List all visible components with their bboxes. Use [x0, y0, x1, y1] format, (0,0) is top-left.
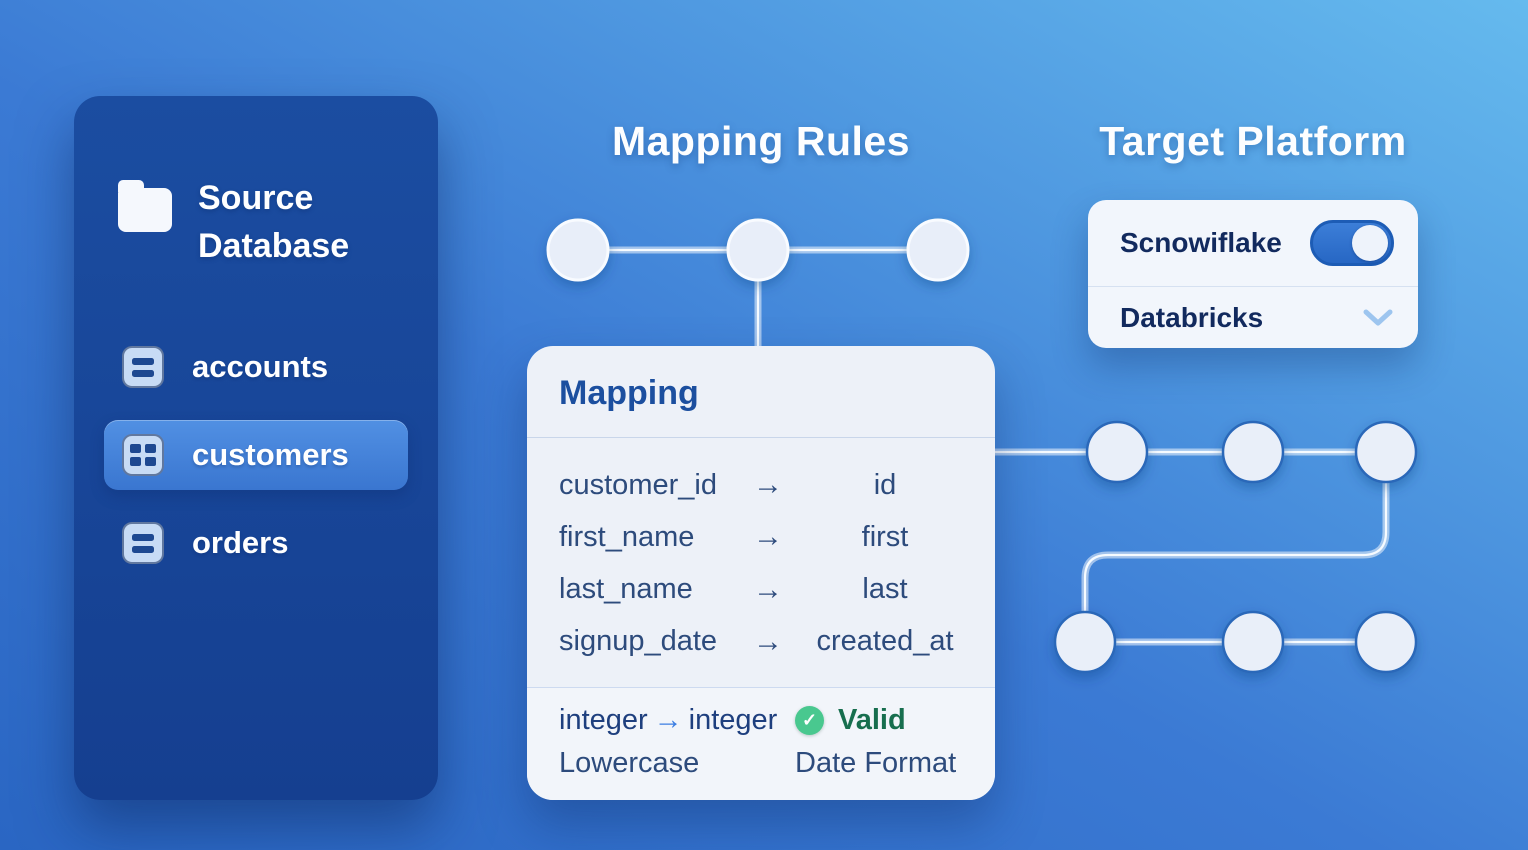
platform-label: Scnowiflake — [1120, 227, 1282, 258]
flow-node — [1354, 420, 1418, 484]
sidebar-item-label: orders — [192, 525, 289, 560]
type-target: integer — [688, 704, 778, 736]
sidebar-item-orders[interactable]: orders — [104, 508, 408, 578]
flow-node — [1354, 610, 1418, 674]
mapping-rules-title: Mapping Rules — [611, 118, 911, 164]
arrow-right-icon: → — [653, 704, 683, 736]
arrow-right-icon: → — [753, 572, 783, 606]
transform-lowercase: Lowercase — [559, 747, 700, 779]
connector-curve — [1081, 479, 1390, 615]
mapping-row: last_name → last — [559, 573, 971, 607]
sidebar-item-label: customers — [192, 437, 349, 472]
mapping-rows: customer_id → id first_name → first last… — [527, 438, 995, 687]
flow-node — [726, 218, 790, 282]
mapping-row: customer_id → id — [559, 468, 971, 502]
snowflake-toggle[interactable] — [1310, 220, 1394, 266]
source-field: last_name — [559, 573, 693, 606]
type-source: integer — [559, 704, 648, 736]
connector-curve — [1083, 481, 1388, 613]
target-platform-title: Target Platform — [1099, 118, 1407, 164]
source-field: signup_date — [559, 625, 718, 658]
flow-node — [1221, 420, 1285, 484]
table-rows-icon — [122, 522, 164, 564]
target-platform-card: Scnowiflake Databricks — [1088, 200, 1418, 348]
chevron-down-icon[interactable] — [1362, 308, 1394, 328]
validation-status-label: Valid — [838, 704, 906, 736]
toggle-knob — [1352, 225, 1388, 261]
table-grid-icon — [122, 434, 164, 476]
flow-node — [906, 218, 970, 282]
source-database-panel: Source Database accounts customers order… — [74, 96, 438, 800]
table-list: accounts customers orders — [104, 332, 408, 578]
platform-option-snowflake: Scnowiflake — [1088, 200, 1418, 287]
mapping-card-header: Mapping — [527, 346, 995, 438]
table-rows-icon — [122, 346, 164, 388]
flow-node — [1085, 420, 1149, 484]
source-field: customer_id — [559, 468, 717, 501]
mapping-card: Mapping customer_id → id first_name → fi… — [527, 346, 995, 800]
platform-label: Databricks — [1120, 301, 1264, 333]
flow-node — [546, 218, 610, 282]
sidebar-item-accounts[interactable]: accounts — [104, 332, 408, 402]
target-field: id — [873, 468, 897, 501]
check-circle-icon: ✓ — [795, 706, 824, 735]
arrow-right-icon: → — [753, 468, 783, 502]
mapping-card-title: Mapping — [559, 374, 699, 412]
source-field: first_name — [559, 520, 695, 553]
type-mapping: integer→integer — [559, 704, 795, 737]
mapping-row: signup_date → created_at — [559, 625, 971, 659]
platform-option-databricks[interactable]: Databricks — [1088, 287, 1418, 348]
flow-node — [1053, 610, 1117, 674]
mapping-card-footer: integer→integer ✓ Valid Lowercase Date F… — [527, 687, 995, 800]
target-field: first — [861, 520, 909, 553]
flow-node — [1221, 610, 1285, 674]
sidebar-item-label: accounts — [192, 349, 329, 384]
source-database-title: Source Database — [198, 179, 350, 265]
arrow-right-icon: → — [753, 624, 783, 658]
transform-date-format: Date Format — [795, 747, 957, 779]
validation-status: ✓ Valid — [795, 704, 967, 737]
folder-icon — [118, 180, 172, 232]
sidebar-item-customers[interactable]: customers — [104, 420, 408, 490]
target-field: last — [862, 573, 908, 606]
source-database-header: Source Database — [104, 174, 408, 270]
mapping-row: first_name → first — [559, 520, 971, 554]
target-field: created_at — [816, 625, 954, 658]
arrow-right-icon: → — [753, 520, 783, 554]
